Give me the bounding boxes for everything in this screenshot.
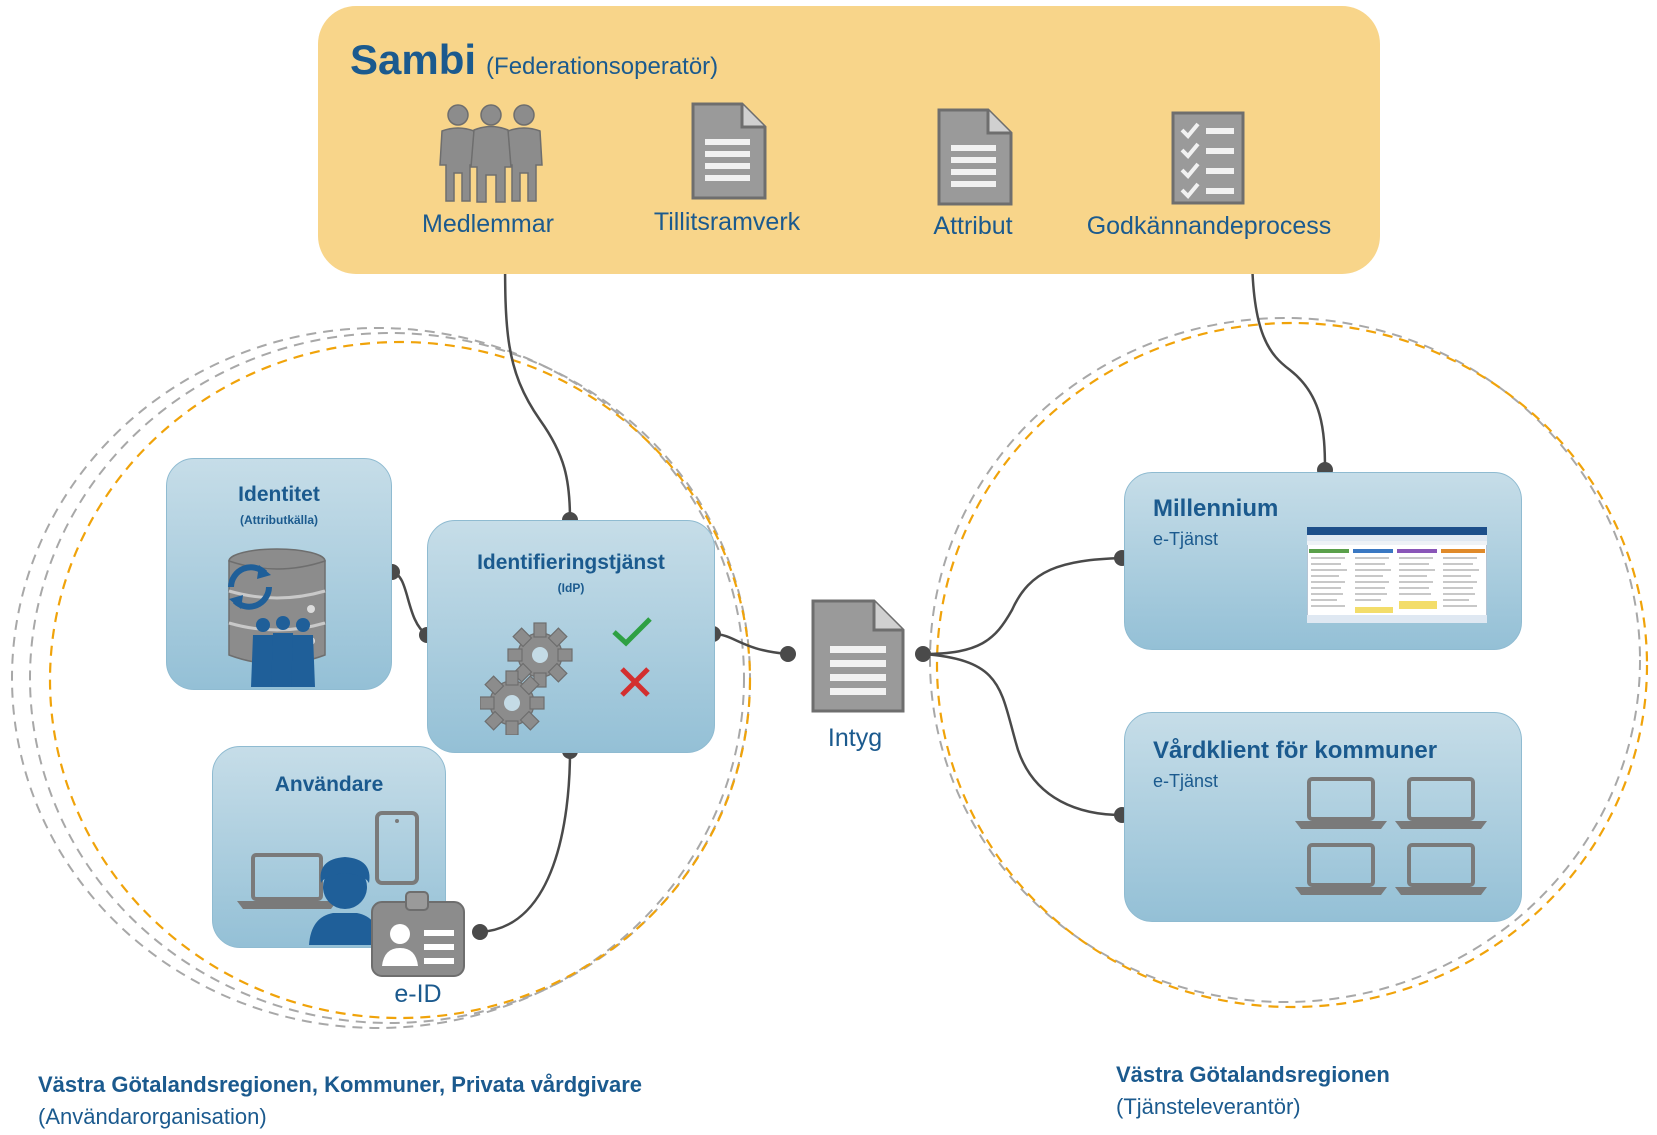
connector-dot <box>915 646 931 662</box>
millennium-subtitle: e-Tjänst <box>1153 529 1219 549</box>
user-org-circle <box>48 340 752 1020</box>
user-org-outer-circle-1 <box>11 327 745 1029</box>
service-org-circle <box>935 321 1649 1009</box>
connector-identity-idp <box>391 570 428 637</box>
database-sync-icon <box>228 548 326 687</box>
sambi-item-members: Medlemmar <box>422 210 554 238</box>
assertion-document-icon <box>811 599 905 713</box>
millennium-card: Millennium e-Tjänst <box>1124 472 1522 650</box>
assertion-label: Intyg <box>827 724 883 752</box>
user-org-outer-circle-2 <box>29 332 751 1024</box>
gears-icon <box>480 622 573 735</box>
connectors <box>391 244 1327 934</box>
service-org-circles <box>929 317 1649 1009</box>
document-icon <box>937 108 1013 206</box>
idp-card: Identifieringstjänst (IdP) <box>427 520 715 753</box>
vardklient-card: Vårdklient för kommuner e-Tjänst <box>1124 712 1522 922</box>
idp-title: Identifieringstjänst <box>477 551 665 574</box>
application-screenshot-icon <box>1307 527 1487 623</box>
identity-title: Identitet <box>238 483 320 506</box>
sambi-heading: Sambi (Federationsoperatör) <box>350 36 718 84</box>
vardklient-title: Vårdklient för kommuner <box>1153 737 1438 764</box>
service-org-outer-circle <box>929 317 1641 1003</box>
sambi-subtitle: (Federationsoperatör) <box>486 53 719 80</box>
checklist-icon <box>1171 111 1245 205</box>
user-devices-icon <box>237 811 419 945</box>
service-org-name: Västra Götalandsregionen <box>1116 1062 1390 1087</box>
laptops-icon <box>1295 777 1487 895</box>
sambi-item-attributes: Attribut <box>933 212 1013 240</box>
identity-subtitle: (Attributkälla) <box>240 513 318 527</box>
connector-idp-assertion <box>712 632 789 656</box>
eid-label: e-ID <box>394 980 442 1008</box>
connector-assertion-vardklient <box>922 652 1123 817</box>
sambi-item-approval-process: Godkännandeprocess <box>1086 212 1332 240</box>
service-org-role: (Tjänsteleverantör) <box>1116 1094 1301 1119</box>
check-icon <box>612 617 652 647</box>
user-title: Användare <box>274 773 384 796</box>
sambi-item-trust-framework: Tillitsramverk <box>653 208 801 236</box>
connector-dot <box>472 924 488 940</box>
user-org-circles <box>11 327 752 1029</box>
connector-dot <box>780 646 796 662</box>
idp-subtitle: (IdP) <box>557 581 585 595</box>
document-icon <box>691 102 767 200</box>
user-org-name: Västra Götalandsregionen, Kommuner, Priv… <box>38 1072 642 1097</box>
connector-assertion-millennium <box>922 556 1123 656</box>
millennium-title: Millennium <box>1153 495 1279 522</box>
sambi-title: Sambi <box>350 36 477 83</box>
cross-icon <box>620 667 650 697</box>
connector-idp-eid <box>479 750 572 934</box>
connector-members-idp <box>503 244 572 521</box>
user-org-role: (Användarorganisation) <box>38 1104 267 1129</box>
vardklient-subtitle: e-Tjänst <box>1153 771 1219 791</box>
connector-approval-millennium <box>1250 249 1327 471</box>
identity-card: Identitet (Attributkälla) <box>166 458 392 690</box>
eid-card-icon <box>371 891 465 977</box>
people-group-icon <box>439 104 543 203</box>
